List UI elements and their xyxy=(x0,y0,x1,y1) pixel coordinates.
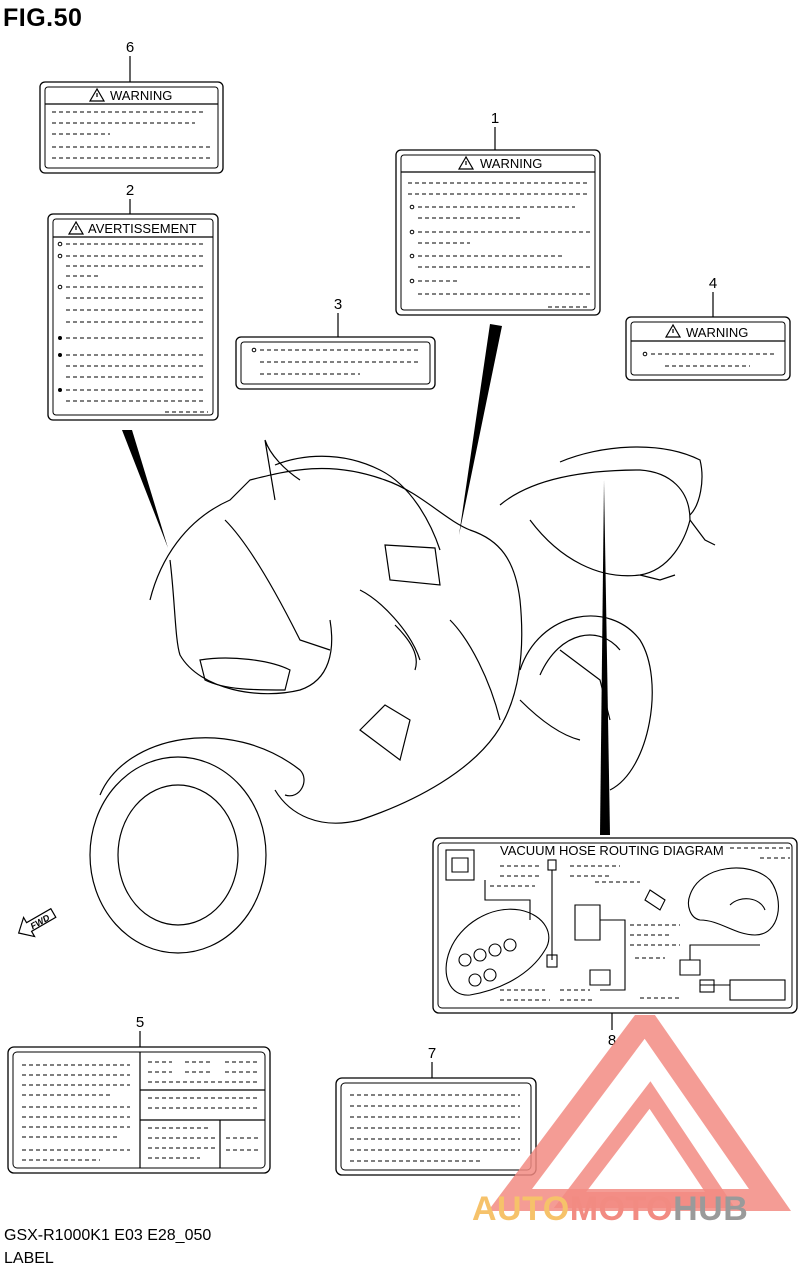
callout-number-2: 2 xyxy=(126,182,134,199)
callout-number-1: 1 xyxy=(491,110,499,127)
warning-triangle-icon xyxy=(664,323,682,338)
callout-number-3: 3 xyxy=(334,296,342,313)
automotohub-logo xyxy=(488,1015,792,1211)
fwd-direction-arrow: FWD xyxy=(17,907,57,938)
label-6[interactable]: 6 WARNING xyxy=(39,39,224,174)
figure-title: FIG.50 xyxy=(3,4,83,32)
vacuum-hose-schematic xyxy=(445,849,786,1001)
label-8[interactable]: VACUUM HOSE ROUTING DIAGRAM xyxy=(432,837,798,1049)
callout-number-7: 7 xyxy=(428,1045,436,1062)
label-1[interactable]: 1 WARNING xyxy=(395,110,601,316)
section-label: LABEL xyxy=(4,1250,54,1267)
warning-triangle-icon xyxy=(88,87,106,102)
label-3[interactable]: 3 xyxy=(235,296,436,390)
warning-triangle-icon xyxy=(457,155,475,170)
label-7[interactable]: 7 xyxy=(335,1045,537,1176)
warning-triangle-icon xyxy=(67,220,85,235)
motorcycle-illustration xyxy=(89,439,716,954)
label-5[interactable]: 5 xyxy=(7,1014,271,1174)
watermark-moto: MOTO xyxy=(569,1190,674,1228)
model-code: GSX-R1000K1 E03 E28_050 xyxy=(4,1227,212,1244)
label-2-title: AVERTISSEMENT xyxy=(88,221,197,236)
label-2[interactable]: 2 AVERTISSEMENT xyxy=(47,182,219,421)
label-8-title: VACUUM HOSE ROUTING DIAGRAM xyxy=(500,843,724,858)
watermark-auto: AUTO xyxy=(472,1190,570,1228)
label-4-title: WARNING xyxy=(686,325,748,340)
watermark-text: AUTOMOTOHUB xyxy=(472,1190,748,1229)
callout-number-6: 6 xyxy=(126,39,134,56)
label-1-title: WARNING xyxy=(480,156,542,171)
watermark-hub: HUB xyxy=(673,1190,749,1228)
callout-number-5: 5 xyxy=(136,1014,144,1031)
label-4[interactable]: 4 WARNING xyxy=(625,275,791,381)
pointer-label-1 xyxy=(459,324,502,535)
pointer-label-2 xyxy=(122,430,168,548)
label-6-title: WARNING xyxy=(110,88,172,103)
pointer-label-8 xyxy=(600,480,610,835)
callout-number-8: 8 xyxy=(608,1032,616,1049)
callout-number-4: 4 xyxy=(709,275,717,292)
